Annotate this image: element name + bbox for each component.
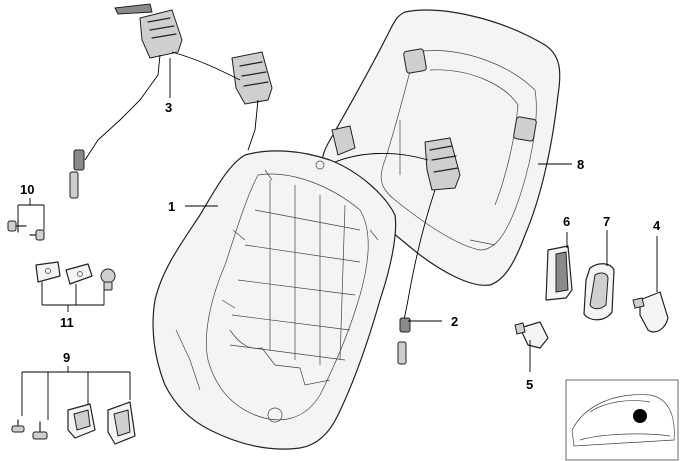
part-4-end-cap[interactable] <box>632 291 669 333</box>
callout-1: 1 <box>168 199 175 214</box>
callout-3: 3 <box>165 100 172 115</box>
vehicle-locator-inset <box>565 379 679 461</box>
part-2-adjuster-cable[interactable] <box>334 137 461 365</box>
callout-8: 8 <box>577 157 584 172</box>
part-5-small-cap[interactable] <box>514 321 549 349</box>
callout-4: 4 <box>653 218 661 233</box>
callout-6: 6 <box>563 214 570 229</box>
part-6-cover-trim[interactable] <box>545 245 573 301</box>
part-3-adjuster-cable[interactable] <box>69 3 273 199</box>
callout-11: 11 <box>60 315 74 330</box>
callout-5: 5 <box>526 377 533 392</box>
part-1-backrest-frame[interactable] <box>152 150 397 450</box>
part-11-clips[interactable] <box>35 261 116 291</box>
part-10-screws[interactable] <box>7 219 45 241</box>
callout-10: 10 <box>20 182 34 197</box>
callout-9: 9 <box>63 350 70 365</box>
leader-lines <box>17 58 658 420</box>
callout-7: 7 <box>603 214 610 229</box>
callout-labels: 1 2 3 4 5 6 7 8 9 10 11 <box>20 100 661 392</box>
location-marker-icon <box>633 409 647 423</box>
callout-2: 2 <box>451 314 458 329</box>
part-9-fasteners[interactable] <box>11 401 136 445</box>
part-7-handle-trim[interactable] <box>583 263 615 321</box>
